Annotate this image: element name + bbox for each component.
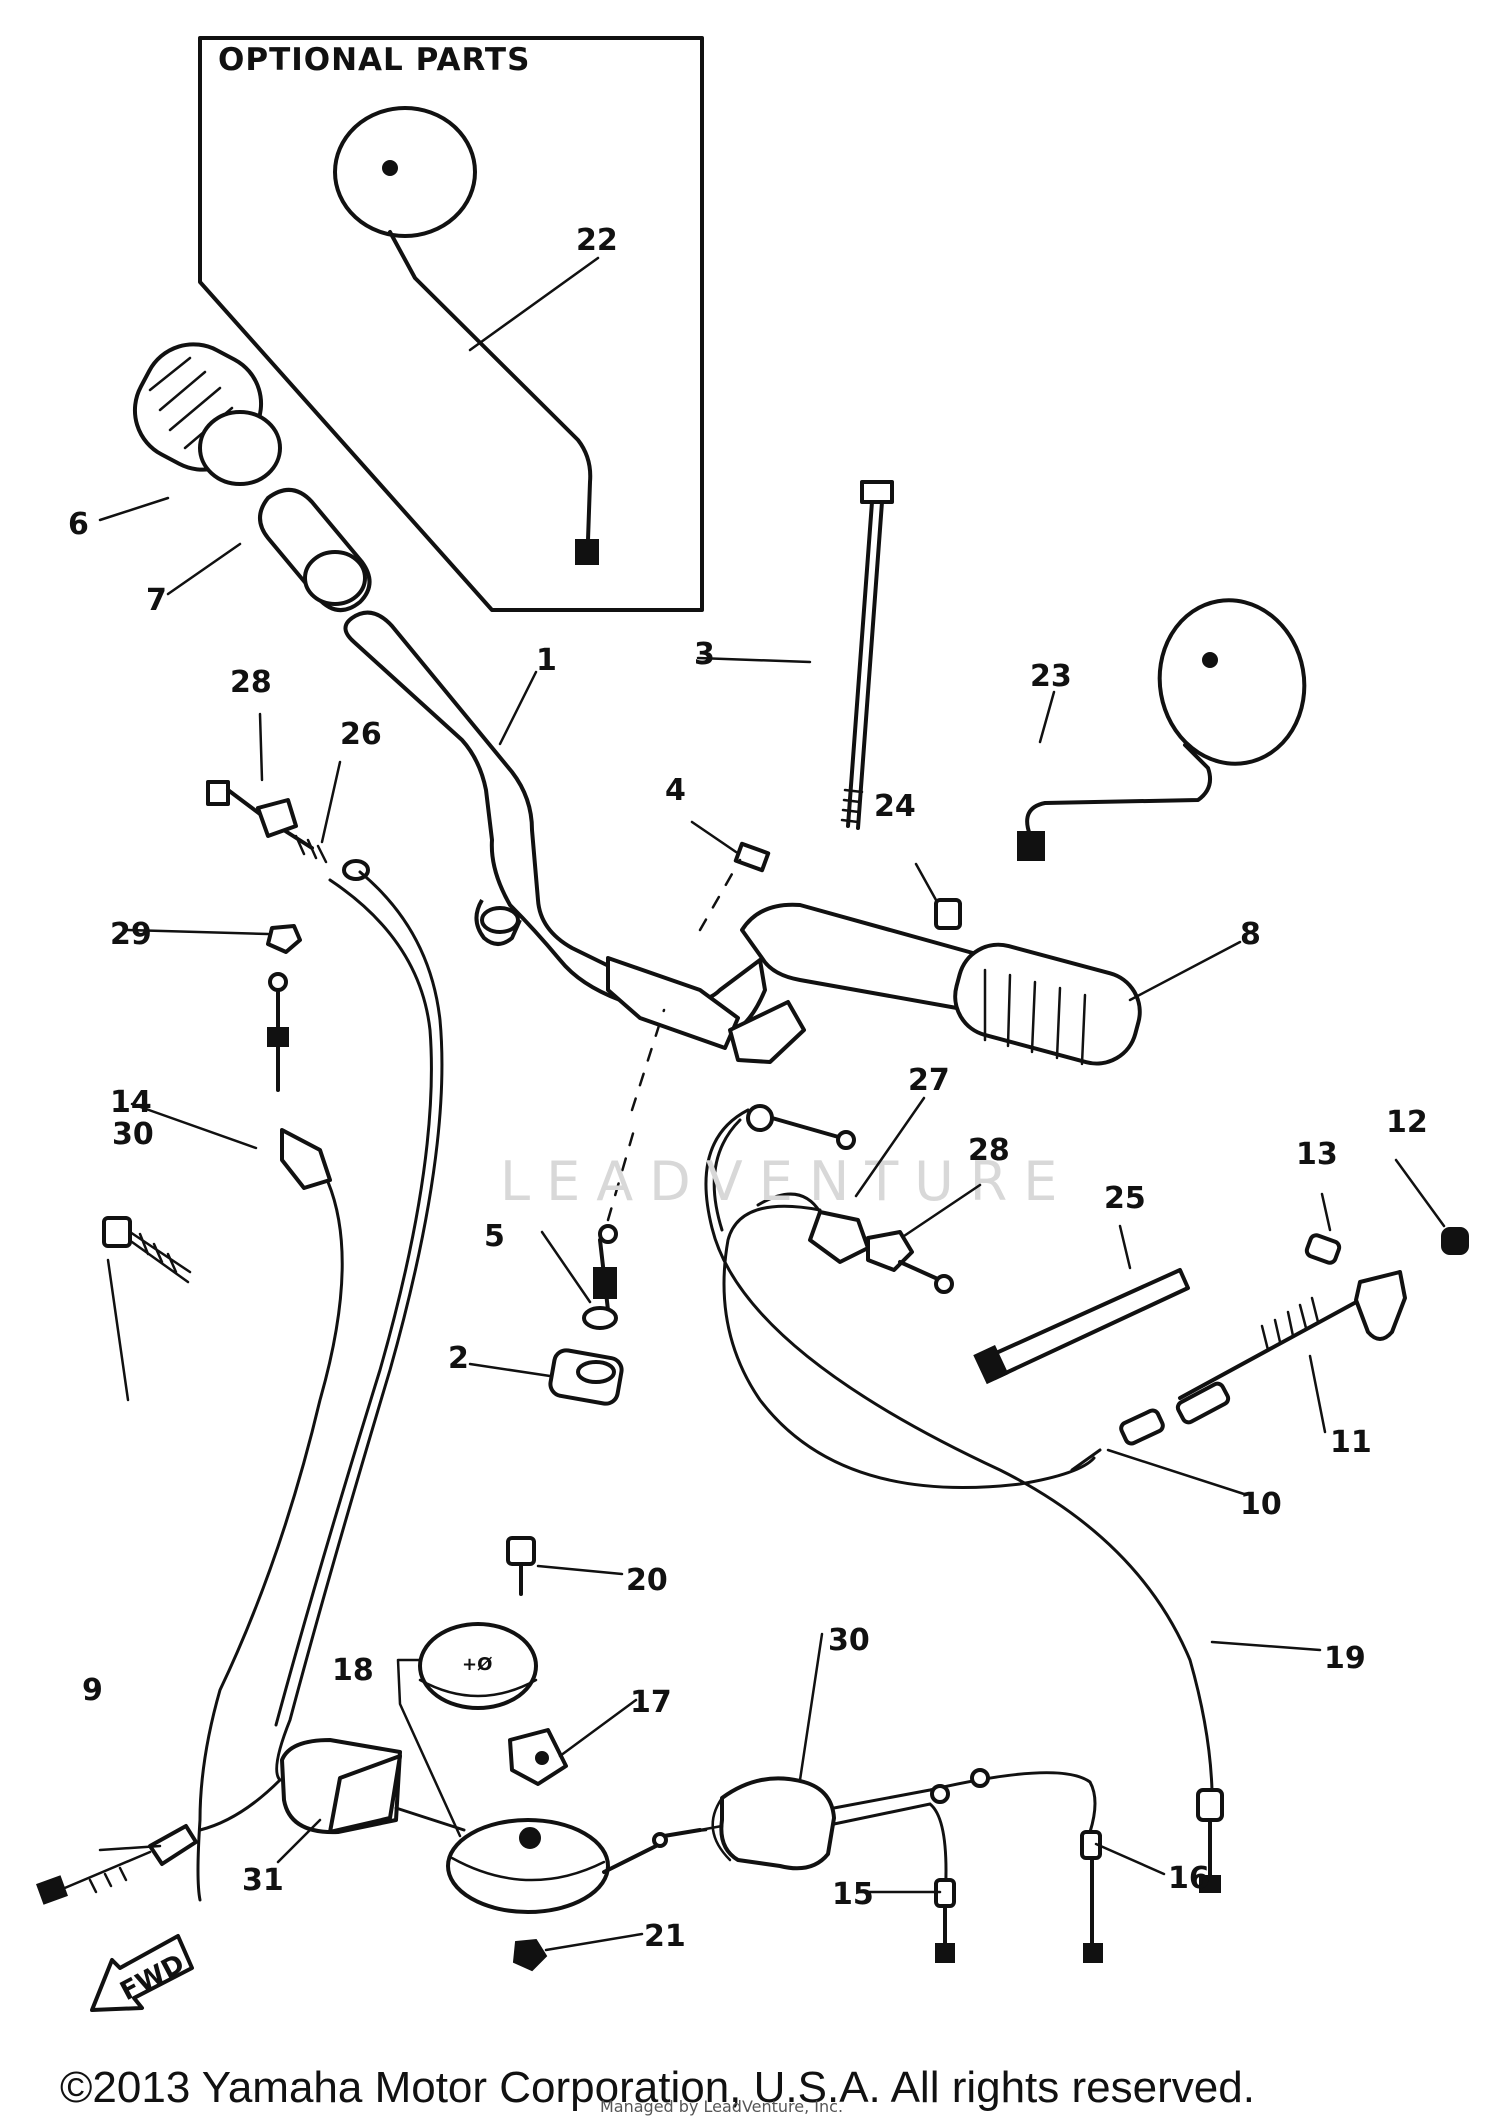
- callout-20: 20: [626, 1563, 668, 1598]
- callout-17: 17: [630, 1685, 672, 1720]
- callout-23: 23: [1030, 659, 1072, 694]
- callout-18: 18: [332, 1653, 374, 1688]
- svg-text:+Ø: +Ø: [462, 1654, 492, 1675]
- cable-adjuster: [1175, 1227, 1469, 1425]
- callout-21: 21: [644, 1919, 686, 1954]
- callout-22: 22: [576, 223, 618, 258]
- callout-19: 19: [1324, 1641, 1366, 1676]
- callout-7: 7: [146, 583, 167, 618]
- throttle-housing-lower: [446, 1818, 610, 1914]
- throttle-housing-cap: +Ø: [418, 1622, 538, 1710]
- callout-12: 12: [1386, 1105, 1428, 1140]
- throttle-cable-long: [274, 870, 444, 1782]
- throttle-housing: [280, 1738, 466, 1835]
- callout-15: 15: [832, 1877, 874, 1912]
- right-lever-adjuster: [746, 1104, 954, 1294]
- callout-31: 30: [828, 1623, 870, 1658]
- right-mirror: [1017, 598, 1307, 861]
- bolt-washer: [733, 841, 771, 873]
- callout-8: 8: [1240, 917, 1261, 952]
- callout-25: 25: [1104, 1181, 1146, 1216]
- optional-mirror: [333, 106, 599, 565]
- left-grip: [132, 342, 282, 486]
- lower-bolt: [548, 1224, 624, 1406]
- leader-lines: [98, 256, 1446, 1952]
- assembly-center-line: [606, 858, 742, 1222]
- callout-26: 26: [340, 717, 382, 752]
- switch-screw: [102, 1216, 192, 1284]
- clutch-cable: [196, 972, 344, 1902]
- right-grip: [953, 942, 1142, 1066]
- optional-parts-box: OPTIONAL PARTS: [198, 36, 704, 612]
- throttle-fitting: [508, 1728, 568, 1786]
- right-cable: [704, 1108, 1224, 1893]
- left-cable-end: [36, 1778, 282, 1905]
- callout-28a: 28: [230, 665, 272, 700]
- callout-11: 11: [1330, 1425, 1372, 1460]
- copyright-notice: ©2013 Yamaha Motor Corporation, U.S.A. A…: [60, 2063, 1255, 2112]
- callout-24: 24: [874, 789, 916, 824]
- watermark: LEADVENTURE: [500, 1150, 1073, 1213]
- handlebar-holder: [606, 956, 806, 1064]
- callout-3: 3: [694, 637, 715, 672]
- small-collar: [934, 898, 962, 930]
- callout-32: 31: [242, 1863, 284, 1898]
- callout-27: 27: [908, 1063, 950, 1098]
- callout-30: 30: [112, 1117, 154, 1152]
- callout-2: 2: [448, 1341, 469, 1376]
- throttle-grip: [258, 488, 372, 612]
- callout-1: 1: [536, 643, 557, 678]
- top-screw: [506, 1536, 536, 1596]
- callout-4: 4: [665, 773, 686, 808]
- callout-29: 29: [110, 917, 152, 952]
- cable-nut: [266, 924, 302, 954]
- callout-10: 10: [1240, 1487, 1282, 1522]
- callout-28b: 28: [968, 1133, 1010, 1168]
- callout-9: 9: [82, 1673, 103, 1708]
- housing-nut: [512, 1938, 548, 1972]
- cable-strap: [973, 1268, 1190, 1385]
- callout-6: 6: [68, 507, 89, 542]
- callout-13: 13: [1296, 1137, 1338, 1172]
- cable-end: [1070, 1408, 1165, 1472]
- callout-16: 16: [1168, 1861, 1210, 1896]
- left-lever-adjuster: [206, 780, 370, 881]
- optional-parts-title: OPTIONAL PARTS: [218, 42, 530, 78]
- managed-by-notice: Managed by LeadVenture, Inc.: [600, 2097, 843, 2116]
- forward-direction-arrow: FWD: [90, 1934, 194, 2012]
- callout-14: 14: [110, 1085, 152, 1120]
- long-bolt: [840, 480, 894, 830]
- callout-labels: 22 6 7 1 3 4 23 24 8 28 26 29 14 30 27 2…: [68, 223, 1428, 1954]
- handlebar: [343, 610, 982, 1037]
- callout-5: 5: [484, 1219, 505, 1254]
